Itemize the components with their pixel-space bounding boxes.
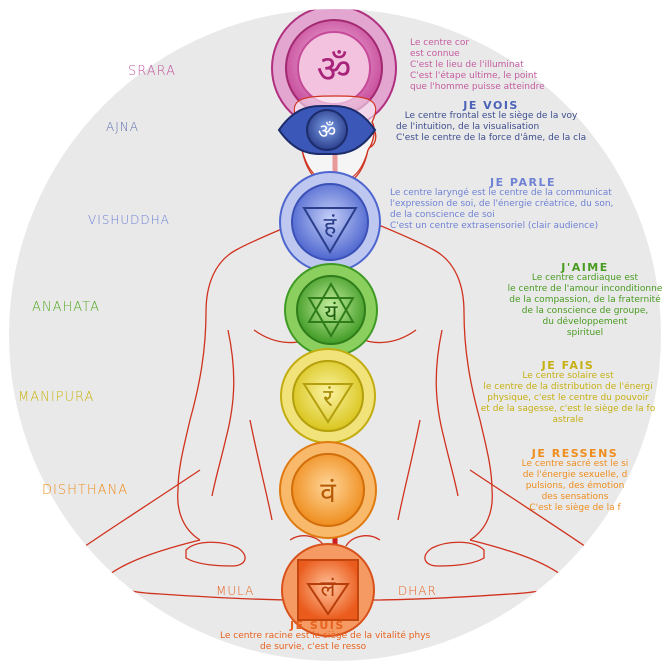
manipura-ram-icon: रं — [323, 384, 334, 412]
label-sahasrara: SRARA — [128, 64, 177, 79]
ajna-chakra: ॐ — [277, 104, 377, 156]
text-vishuddha: JE PARLE Le centre laryngé est le centre… — [390, 176, 614, 231]
label-mula: MULA — [216, 584, 255, 598]
text-svadhisthana: JE RESSENS Le centre sacré est le si de … — [521, 447, 629, 513]
ajna-om-icon: ॐ — [318, 119, 336, 143]
text-muladhara: JE SUIS Le centre racine est le siège de… — [220, 619, 431, 652]
muladhara-chakra: लं — [281, 543, 375, 637]
sahasrara-om-icon: ॐ — [317, 47, 352, 91]
svadhisthana-vam-icon: वं — [320, 476, 336, 509]
anahata-chakra: यं — [284, 263, 378, 357]
label-manipura: MANIPURA — [18, 390, 95, 405]
text-sahasrara: Le centre cor est connue C'est le lieu d… — [410, 38, 545, 92]
label-ajna: AJNA — [106, 120, 139, 134]
manipura-chakra: रं — [280, 348, 376, 444]
text-ajna: JE VOIS Le centre frontal est le siège d… — [396, 99, 587, 143]
label-dhar: DHAR — [398, 584, 437, 598]
anahata-yam-icon: यं — [325, 301, 339, 326]
label-vishuddha: VISHUDDHA — [88, 213, 170, 227]
label-anahata: ANAHATA — [32, 300, 100, 315]
label-svadhisthana: DISHTHANA — [42, 483, 129, 498]
text-anahata: J'AIME Le centre cardiaque est le centre… — [507, 261, 663, 338]
svadhisthana-chakra: वं — [279, 441, 377, 539]
muladhara-lam-icon: लं — [321, 577, 337, 602]
text-manipura: JE FAIS Le centre solaire est le centre … — [480, 359, 656, 425]
vishuddha-ham-icon: हं — [324, 212, 338, 240]
vishuddha-chakra: हं — [279, 171, 381, 273]
